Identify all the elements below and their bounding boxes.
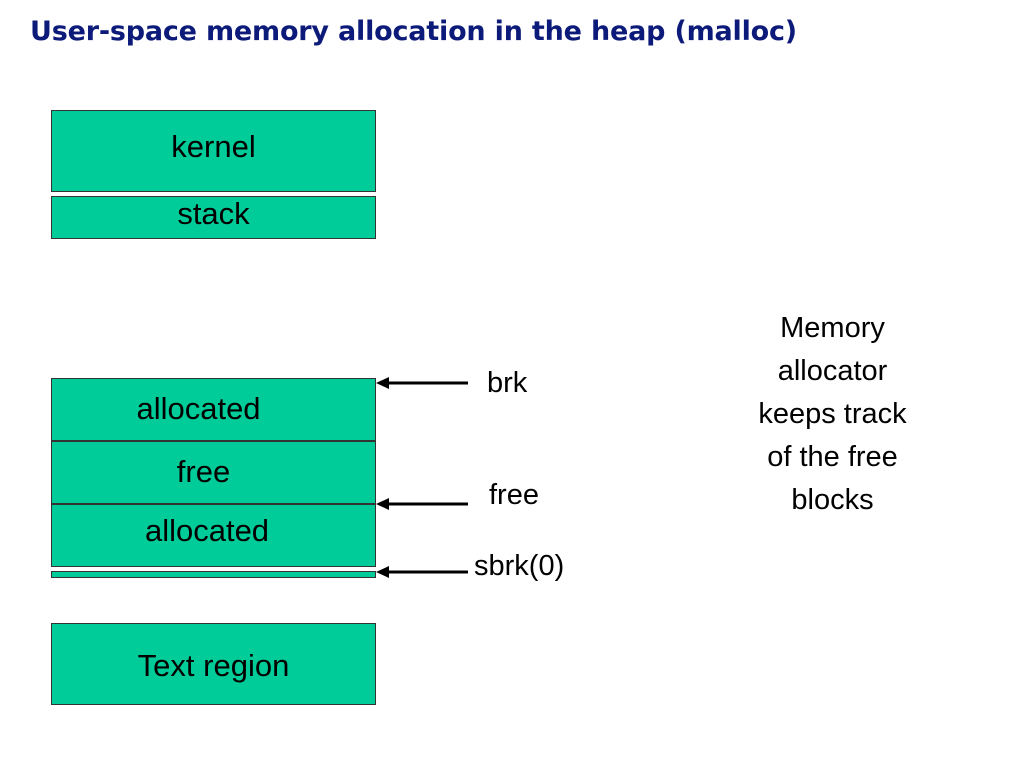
note-line: of the free — [767, 441, 898, 473]
kernel-label: kernel — [171, 129, 256, 164]
heap-end-strip — [51, 571, 376, 578]
text-region-block: Text region — [51, 623, 376, 705]
stack-label: stack — [177, 195, 250, 231]
sbrk-arrow — [376, 566, 468, 578]
text-region-label: Text region — [137, 648, 290, 683]
sbrk-label: sbrk(0) — [474, 550, 565, 582]
heap-allocated-block: allocated — [51, 378, 376, 441]
note-line: Memory — [780, 312, 885, 344]
heap-free-label: free — [176, 453, 231, 489]
heap-free-block: free — [51, 441, 376, 504]
free-arrow — [376, 498, 468, 510]
note-line: keeps track — [758, 398, 907, 430]
stack-block: stack — [51, 196, 376, 239]
brk-label: brk — [487, 367, 528, 399]
heap-allocated-label: allocated — [136, 390, 261, 426]
brk-arrow — [376, 377, 468, 389]
note-line: blocks — [791, 484, 874, 516]
free-pointer-label: free — [489, 479, 539, 511]
heap-allocated-block: allocated — [51, 504, 376, 567]
heap-allocated-label: allocated — [144, 512, 270, 548]
slide-title: User-space memory allocation in the heap… — [30, 16, 797, 47]
allocator-note: Memory allocator keeps track of the free… — [725, 307, 940, 522]
kernel-block: kernel — [51, 110, 376, 192]
note-line: allocator — [777, 355, 888, 387]
